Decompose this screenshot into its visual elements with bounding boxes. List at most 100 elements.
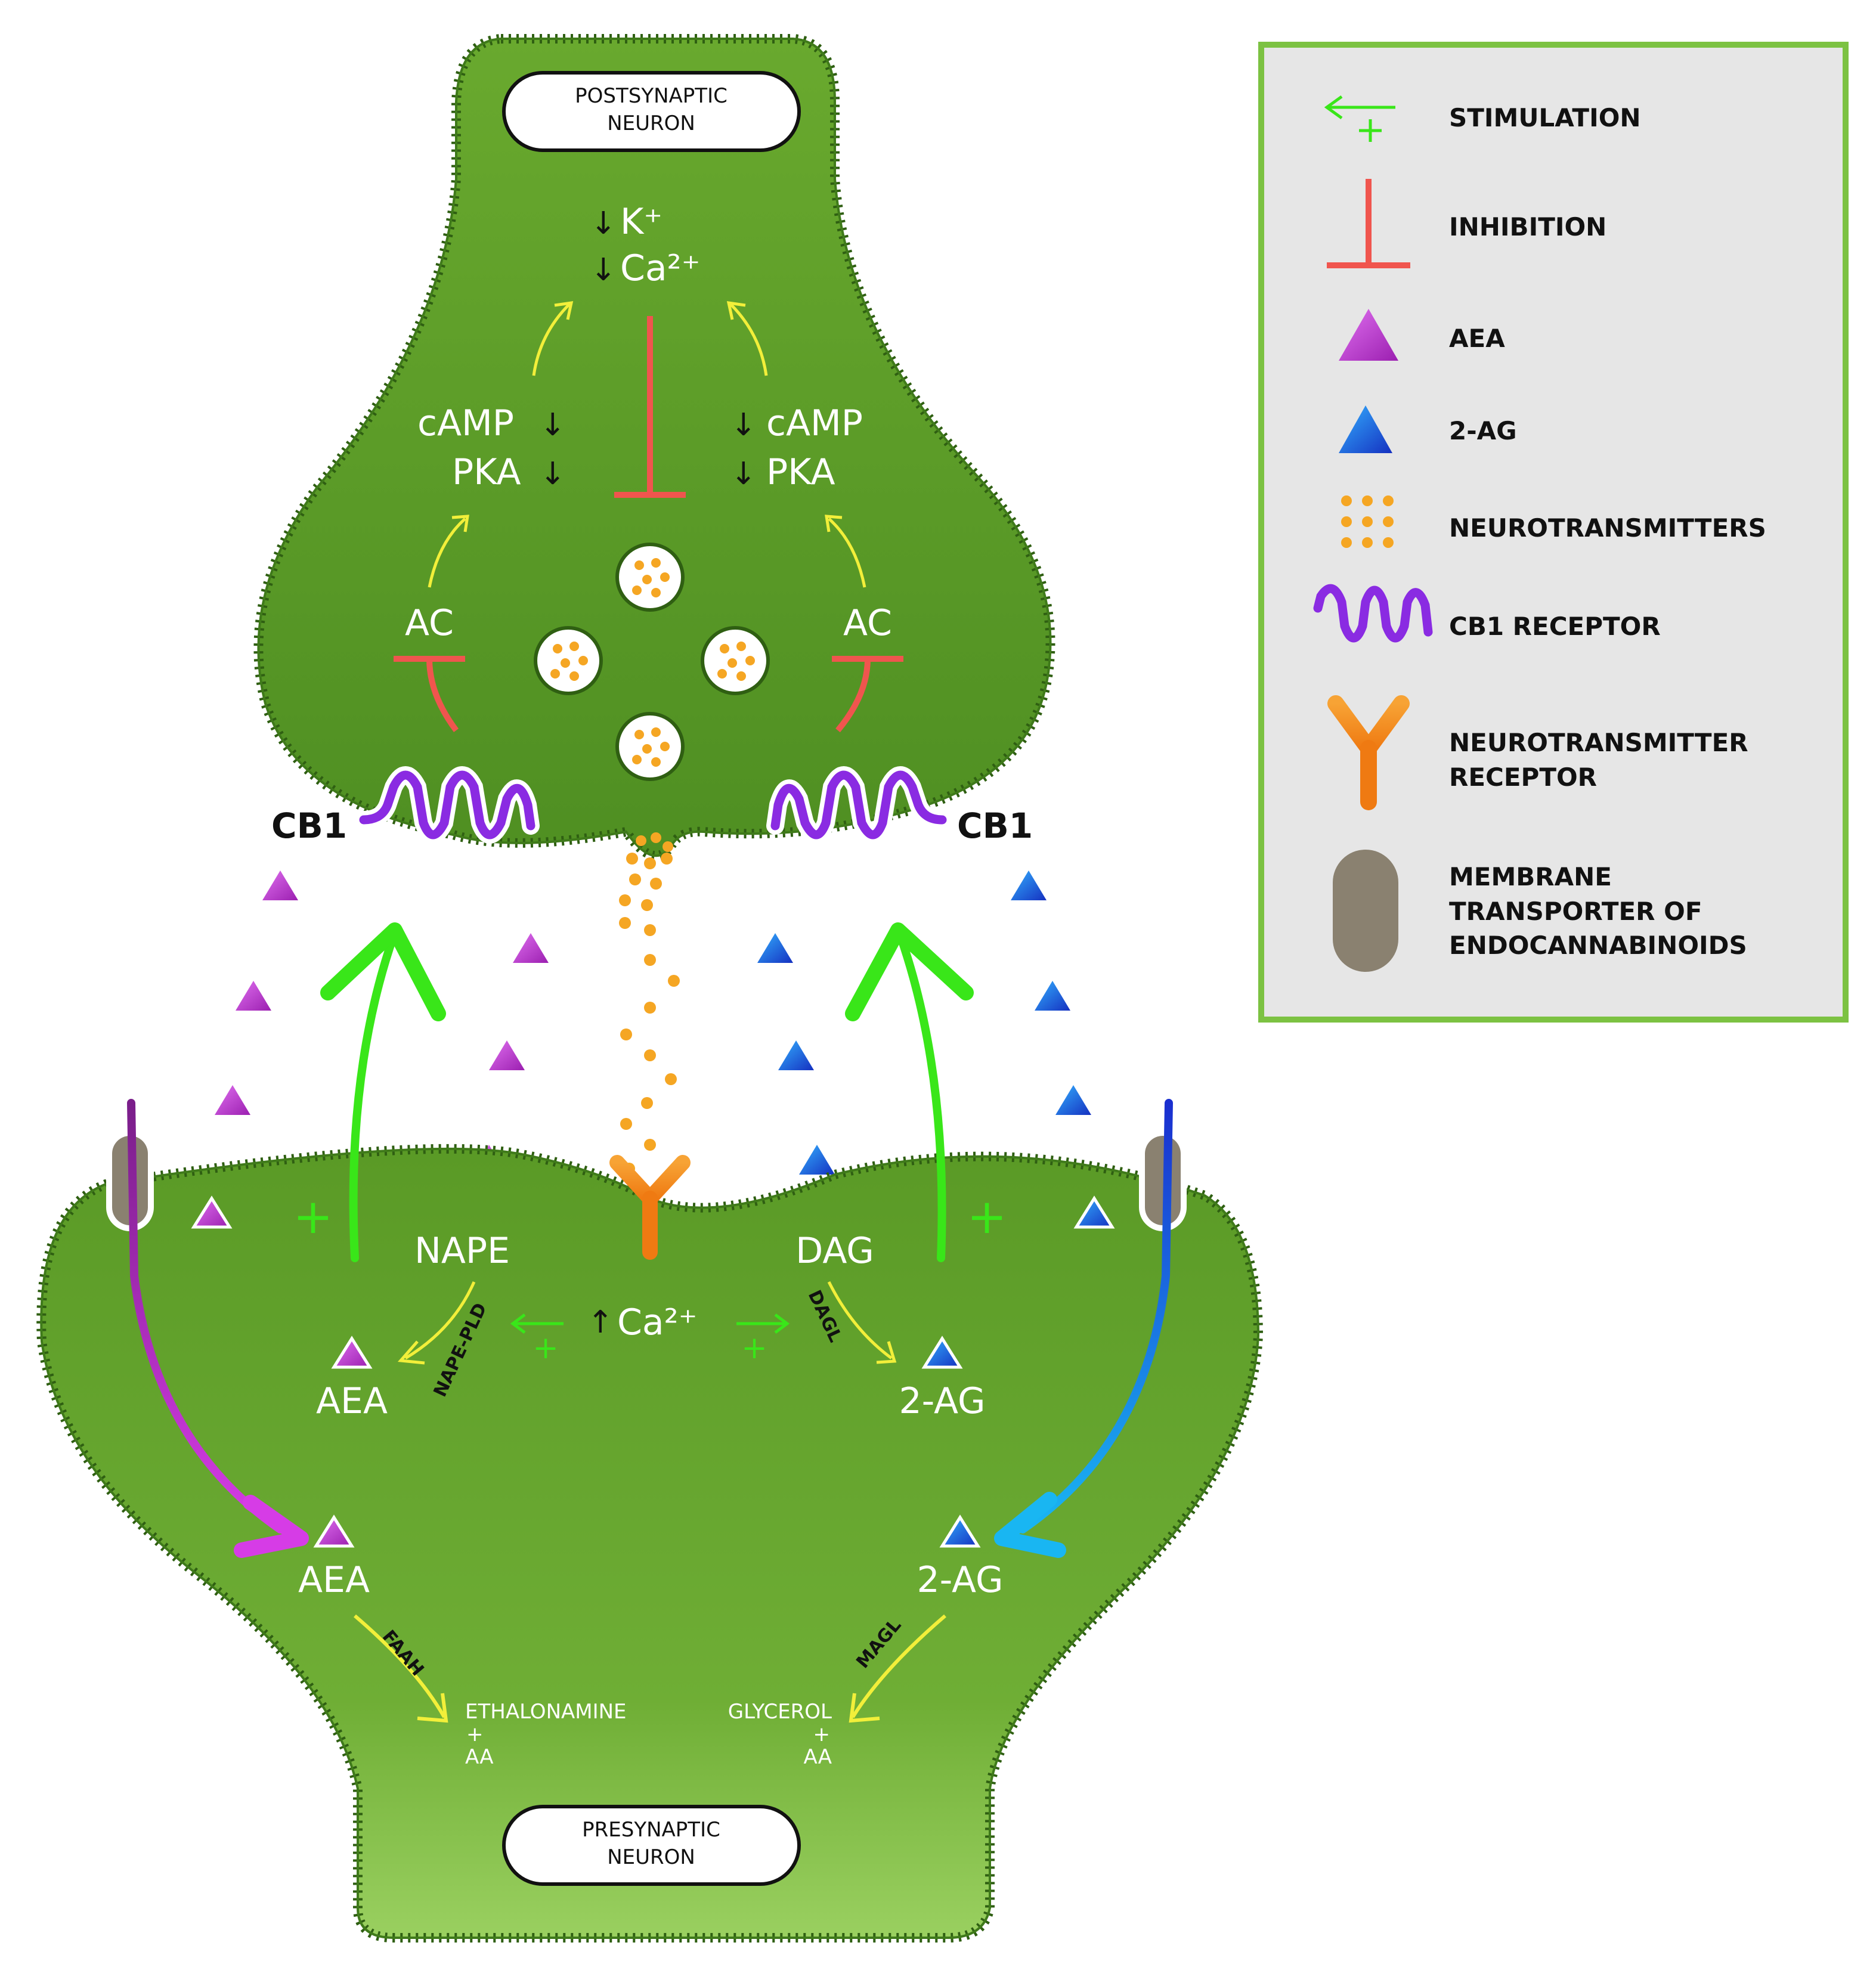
legend-item-stimulation: STIMULATION [1324, 95, 1641, 142]
stimulation-icon [510, 1313, 790, 1334]
legend-item-cb1-receptor: CB1 RECEPTOR [1313, 584, 1661, 643]
ac-label: AC [405, 602, 454, 644]
postsynaptic-label: POSTSYNAPTIC NEURON [502, 71, 801, 152]
2ag-bottom-label: 2-AG [917, 1559, 1004, 1601]
legend-label-line1: MEMBRANE [1449, 862, 1612, 891]
aea-triangle-icon [236, 981, 271, 1011]
legend-item-aea: AEA [1339, 309, 1505, 361]
aa-label: AA [804, 1745, 832, 1769]
down-arrow-icon: ↓ [540, 456, 566, 492]
stimulation-icon [1324, 95, 1395, 142]
nape-label: NAPE [414, 1230, 510, 1272]
2ag-triangle-icon [939, 1514, 981, 1548]
2ag-triangle-icon [1035, 981, 1070, 1011]
camp-label: cAMP [766, 402, 863, 444]
presynaptic-label: PRESYNAPTIC NEURON [502, 1805, 801, 1886]
product-plus: + [466, 1723, 484, 1746]
legend-label-line2: RECEPTOR [1449, 763, 1597, 792]
stimulation-plus-left: + [293, 1189, 333, 1244]
neurotransmitter-stream [619, 853, 680, 1175]
2ag-top-label: 2-AG [899, 1380, 986, 1422]
postsynaptic-label-line1: POSTSYNAPTIC [575, 84, 728, 108]
potassium-label: K⁺ [620, 201, 663, 243]
2ag-triangle-icon [757, 933, 793, 963]
2ag-breakdown-products: GLYCEROL + AA [728, 1700, 832, 1769]
stimulation-plus: + [741, 1330, 767, 1366]
cb1-label-right: CB1 [957, 806, 1033, 846]
aea-molecules-cleft [215, 870, 549, 1175]
down-arrow-icon: ↓ [590, 206, 617, 241]
stimulation-plus-right: + [967, 1189, 1007, 1244]
aea-triangle-icon [215, 1085, 250, 1115]
down-arrow-icon: ↓ [730, 456, 757, 492]
postsynaptic-membrane [253, 34, 1055, 861]
legend-label: 2-AG [1449, 416, 1517, 445]
legend-label: CB1 RECEPTOR [1449, 612, 1661, 641]
2ag-triangle-icon [778, 1040, 814, 1070]
postsynaptic-label-line2: NEURON [607, 111, 695, 135]
right-camp-pka: ↓ cAMP ↓ PKA [730, 402, 863, 493]
aea-triangle-icon [313, 1514, 355, 1548]
product-plus: + [813, 1723, 831, 1746]
nape-to-aea-arrow [397, 1281, 476, 1365]
aa-label: AA [465, 1745, 493, 1769]
legend-item-inhibition: INHIBITION [1327, 179, 1606, 268]
calcium-label: Ca²⁺ [620, 247, 700, 289]
dag-label: DAG [795, 1230, 874, 1272]
vesicle [701, 626, 770, 695]
central-inhibition-icon [614, 316, 686, 498]
down-arrow-icon: ↓ [730, 407, 757, 443]
legend-item-2ag: 2-AG [1339, 405, 1517, 453]
presynaptic-label-line2: NEURON [607, 1845, 695, 1869]
stimulation-arrow-right [845, 922, 974, 1262]
aea-top-label: AEA [316, 1380, 388, 1422]
calcium-increase: ↑ Ca²⁺ [587, 1302, 697, 1343]
magl-degradation-arrow [849, 1614, 946, 1723]
glycerol-label: GLYCEROL [728, 1700, 832, 1724]
ethanolamine-label: ETHALONAMINE [465, 1700, 627, 1724]
vesicle [615, 543, 685, 612]
legend-label: AEA [1449, 324, 1505, 353]
2ag-reuptake-arrow [994, 1099, 1173, 1558]
membrane-transporter-icon [1333, 850, 1398, 972]
pka-label: PKA [452, 451, 521, 493]
legend-label-line3: ENDOCANNABINOIDS [1449, 931, 1747, 960]
2ag-triangle-icon [799, 1145, 835, 1175]
2ag-triangle-icon [1073, 1195, 1115, 1229]
dag-to-2ag-arrow [827, 1281, 897, 1364]
legend-label: NEUROTRANSMITTERS [1449, 513, 1766, 543]
vesicle [615, 712, 685, 781]
cb1-receptor-right [766, 766, 951, 844]
2ag-molecules-cleft [757, 870, 1091, 1175]
vesicle [534, 626, 603, 695]
right-ac-inhibition: AC [832, 602, 903, 733]
legend-label: INHIBITION [1449, 212, 1606, 241]
up-arrow-icon: ↑ [587, 1305, 614, 1340]
2ag-triangle-icon [1339, 405, 1392, 453]
faah-degradation-arrow [354, 1614, 448, 1723]
legend: STIMULATION INHIBITION AEA 2-AG [1258, 42, 1849, 1023]
cb1-label-left: CB1 [271, 806, 347, 846]
ion-changes: ↓ K⁺ ↓ Ca²⁺ [590, 201, 700, 289]
aea-bottom-label: AEA [298, 1559, 370, 1601]
stimulation-arrow-left [320, 922, 446, 1262]
presynaptic-label-line1: PRESYNAPTIC [582, 1818, 720, 1842]
legend-label-line1: NEUROTRANSMITTER [1449, 728, 1748, 757]
cb1-receptor-icon [1313, 584, 1433, 643]
ac-label: AC [843, 602, 892, 644]
aea-triangle-icon [513, 933, 549, 963]
2ag-triangle-icon [1011, 870, 1047, 900]
cb1-receptor-left [355, 766, 540, 844]
presynaptic-neuron: PRESYNAPTIC NEURON + + [36, 922, 1264, 1943]
stimulation-plus: + [533, 1330, 559, 1366]
calcium-pre-label: Ca²⁺ [617, 1302, 697, 1343]
aea-breakdown-products: ETHALONAMINE + AA [465, 1700, 627, 1769]
legend-label: STIMULATION [1449, 103, 1641, 132]
neurotransmitter-receptor [609, 1155, 691, 1260]
down-arrow-icon: ↓ [590, 252, 617, 288]
legend-item-neurotransmitter-receptor: NEUROTRANSMITTER RECEPTOR [1327, 695, 1748, 810]
camp-label: cAMP [417, 402, 514, 444]
left-signaling-arrows [428, 301, 574, 588]
neurotransmitter-dots-icon [1341, 495, 1394, 548]
